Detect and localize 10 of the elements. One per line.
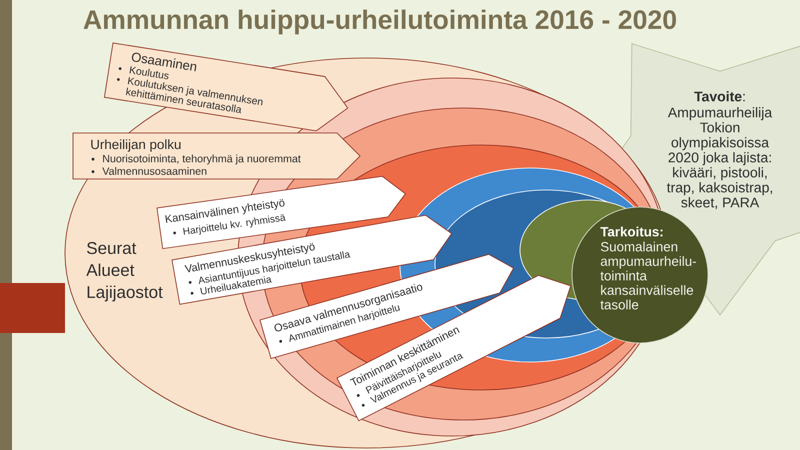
bullet-text: Nuorisotoiminta, tehoryhmä ja nuoremmat bbox=[103, 154, 301, 164]
body-text: Ampumaurheilija Tokion olympiakisoissa 2020 joka lajista: kivääri, pistooli, trap, kaksoistrap, skeet, PARA bbox=[666, 107, 772, 210]
heading-text: Tavoite: bbox=[694, 91, 745, 102]
heading-text: Tarkoitus: bbox=[600, 226, 662, 236]
body-text: Suomalainen ampumaurheilu-toiminta kansainväliselle tasolle bbox=[600, 242, 696, 310]
bullet-text: Valmennusosaaminen bbox=[102, 167, 206, 175]
bullet-text: Koulutuksen ja valmennuksen kehittäminen seuratasolla bbox=[126, 77, 263, 114]
heading-text: Urheilijan polku bbox=[91, 139, 180, 152]
layer-label: Seurat Alueet Lajijaostot bbox=[86, 242, 163, 302]
title: Ammunnan huippu-urheilutoiminta 2016 - 2020 bbox=[84, 10, 676, 34]
